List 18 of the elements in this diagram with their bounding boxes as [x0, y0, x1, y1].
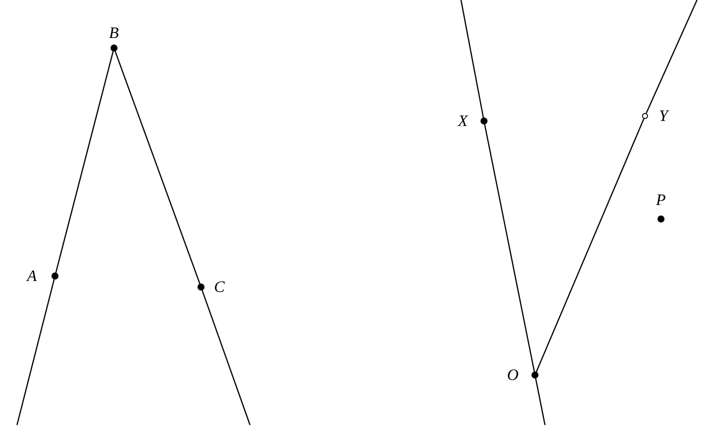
line-segment [55, 50, 114, 274]
line-segment [535, 378, 546, 426]
line-segment [460, 0, 484, 118]
labeled-point [109, 26, 121, 51]
point-label: P [656, 193, 666, 209]
line-segment [201, 290, 251, 426]
point-label: X [458, 114, 468, 130]
labeled-point [656, 193, 668, 222]
point-label: Y [659, 109, 668, 125]
point-label: O [507, 368, 519, 384]
point-label: B [109, 26, 119, 42]
point-label: C [214, 280, 225, 296]
line-segment [646, 0, 698, 114]
line-segment [484, 124, 535, 372]
line-segment [16, 278, 55, 426]
point-label: A [27, 269, 37, 285]
line-segment [114, 50, 201, 284]
line-segment [536, 118, 644, 372]
